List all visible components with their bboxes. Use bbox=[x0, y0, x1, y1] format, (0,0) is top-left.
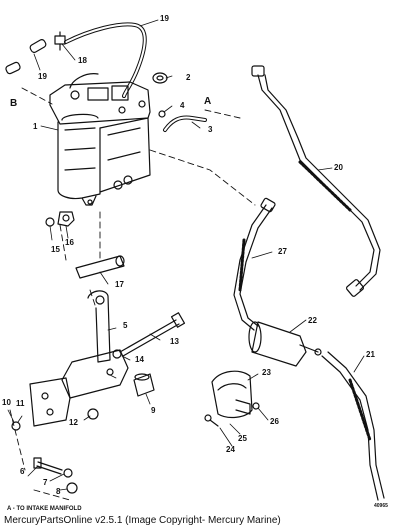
hose-piece-lower bbox=[5, 61, 21, 75]
callout-11: 11 bbox=[16, 399, 25, 408]
leader-lines bbox=[7, 19, 365, 491]
callout-17: 17 bbox=[115, 280, 124, 289]
routing-lines bbox=[9, 87, 256, 501]
cool-fuel-module bbox=[49, 73, 151, 206]
callout-10: 10 bbox=[2, 398, 11, 407]
callout-19-lower: 19 bbox=[38, 72, 47, 81]
callout-6: 6 bbox=[20, 467, 25, 476]
callout-8: 8 bbox=[56, 487, 61, 496]
callout-9: 9 bbox=[151, 406, 156, 415]
intake-manifold-note: A - TO INTAKE MANIFOLD bbox=[7, 506, 82, 512]
nut-8 bbox=[66, 482, 78, 494]
callout-20: 20 bbox=[334, 163, 343, 172]
callout-12: 12 bbox=[69, 418, 78, 427]
callout-18: 18 bbox=[78, 56, 87, 65]
callout-3: 3 bbox=[208, 125, 213, 134]
long-bolt bbox=[119, 312, 186, 357]
callout-25: 25 bbox=[238, 434, 247, 443]
fuel-line-21 bbox=[321, 351, 385, 501]
short-bolt bbox=[33, 457, 63, 475]
grommet bbox=[152, 72, 168, 84]
return-hose bbox=[163, 115, 207, 132]
bracket-spacer bbox=[133, 373, 155, 397]
callout-23: 23 bbox=[262, 368, 271, 377]
callout-13: 13 bbox=[170, 337, 179, 346]
washer-14 bbox=[112, 349, 122, 359]
letter-a: A bbox=[204, 96, 211, 107]
spacer-nut bbox=[57, 211, 75, 227]
letter-b: B bbox=[10, 98, 17, 109]
callout-5: 5 bbox=[123, 321, 128, 330]
copyright-caption: MercuryPartsOnline v2.5.1 (Image Copyrig… bbox=[4, 515, 281, 526]
callout-2: 2 bbox=[186, 73, 191, 82]
callout-26: 26 bbox=[270, 417, 279, 426]
callout-21: 21 bbox=[366, 350, 375, 359]
hose-piece-upper bbox=[29, 39, 47, 53]
callout-7: 7 bbox=[43, 478, 48, 487]
fuel-filter bbox=[248, 321, 322, 367]
washer-7 bbox=[63, 468, 73, 478]
fuel-line-20 bbox=[251, 65, 381, 297]
washer-10 bbox=[11, 421, 21, 431]
spacer-tube bbox=[75, 255, 125, 279]
bracket-screw bbox=[204, 414, 219, 427]
hose-clamp bbox=[158, 110, 166, 118]
vent-hose bbox=[64, 22, 147, 98]
callout-27: 27 bbox=[278, 247, 287, 256]
callout-19-upper: 19 bbox=[160, 14, 169, 23]
fuel-line-27 bbox=[233, 197, 276, 331]
callout-16: 16 bbox=[65, 238, 74, 247]
callout-15: 15 bbox=[51, 245, 60, 254]
callout-14: 14 bbox=[135, 355, 144, 364]
figure-code: 40965 bbox=[374, 503, 388, 509]
filter-bracket bbox=[211, 370, 253, 419]
callout-1: 1 bbox=[33, 122, 38, 131]
washer-26 bbox=[252, 402, 260, 410]
bracket-nut bbox=[87, 408, 99, 420]
callout-4: 4 bbox=[180, 101, 185, 110]
callouts: 1 2 3 4 5 6 7 8 9 10 11 12 13 14 15 16 1… bbox=[2, 14, 388, 512]
callout-24: 24 bbox=[226, 445, 235, 454]
mounting-bracket bbox=[29, 290, 129, 427]
lock-nut bbox=[45, 217, 55, 227]
tee-fitting bbox=[54, 31, 66, 51]
callout-22: 22 bbox=[308, 316, 317, 325]
